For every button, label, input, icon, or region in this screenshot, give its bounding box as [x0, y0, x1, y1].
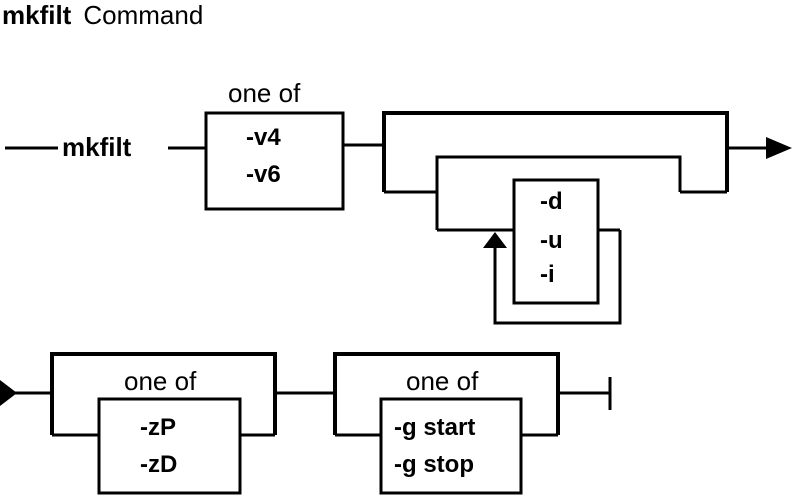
repeat-arrow-icon	[483, 232, 507, 248]
group4-label: one of	[406, 366, 479, 396]
g-option-box	[379, 397, 523, 495]
option-v4: -v4	[246, 124, 281, 151]
mkfilt-keyword: mkfilt	[62, 132, 132, 162]
version-option-box	[204, 111, 345, 211]
group1-label: one of	[228, 78, 301, 108]
z-option-box	[97, 397, 242, 495]
continue-arrow-icon	[766, 137, 792, 159]
option-v6: -v6	[246, 161, 281, 188]
continuation-start-icon	[0, 380, 17, 406]
repeat-loop-path	[493, 230, 622, 325]
option-g-start: -g start	[394, 414, 475, 441]
option-d: -d	[540, 188, 563, 215]
inner-path	[435, 155, 682, 230]
optional-bypass-path	[382, 111, 729, 192]
group3-label: one of	[124, 366, 197, 396]
option-i: -i	[540, 261, 555, 288]
option-zD: -zD	[140, 451, 177, 478]
title-command: mkfilt	[2, 0, 72, 30]
title-suffix: Command	[83, 0, 203, 30]
option-u: -u	[540, 227, 563, 254]
option-zP: -zP	[140, 414, 176, 441]
diagram-title: mkfilt Command	[2, 0, 203, 30]
action-option-box	[512, 178, 600, 305]
option-g-stop: -g stop	[394, 451, 474, 478]
